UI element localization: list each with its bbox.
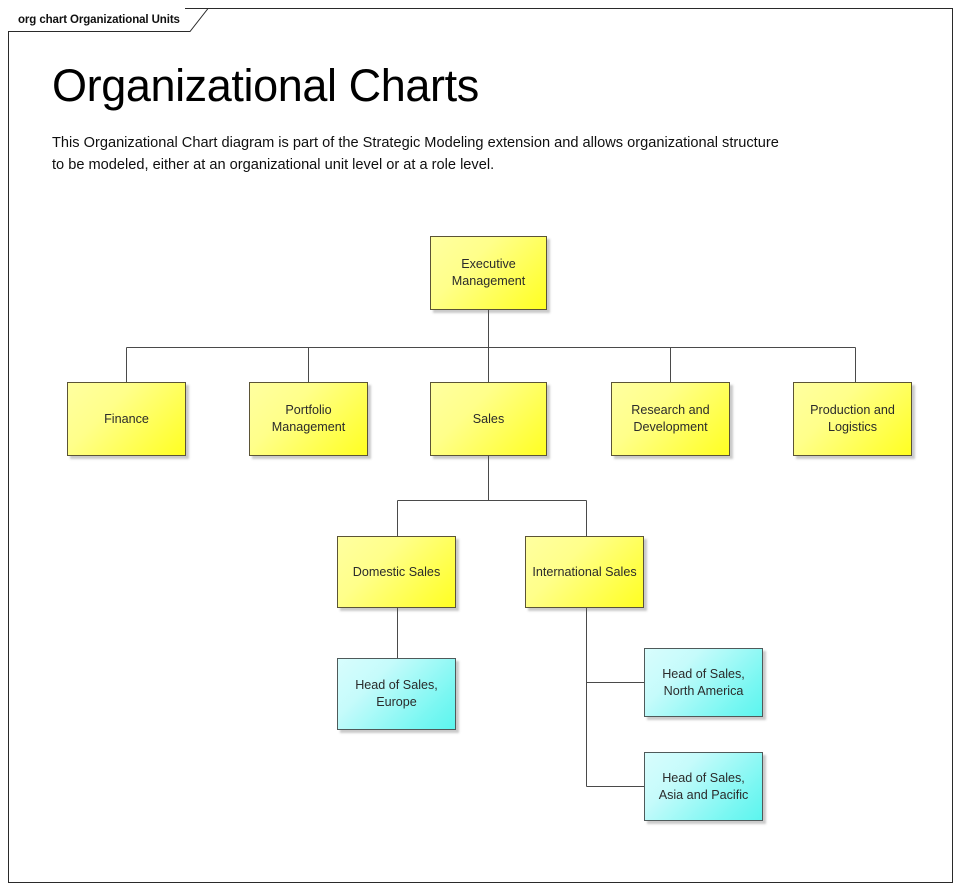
heading-block: Organizational Charts This Organizationa… (52, 60, 852, 177)
node-portfolio-management[interactable]: Portfolio Management (249, 382, 368, 456)
page-title: Organizational Charts (52, 60, 479, 111)
node-research-and-development[interactable]: Research and Development (611, 382, 730, 456)
node-sales[interactable]: Sales (430, 382, 547, 456)
node-domestic-sales[interactable]: Domestic Sales (337, 536, 456, 608)
frame-tab-body: org chart Organizational Units (8, 8, 185, 31)
frame-tab-label: org chart Organizational Units (18, 13, 180, 26)
node-head-of-sales-asia-and-pacific[interactable]: Head of Sales, Asia and Pacific (644, 752, 763, 821)
node-label: Production and Logistics (810, 403, 895, 434)
node-label: Finance (104, 411, 149, 426)
diagram-frame-tab[interactable]: org chart Organizational Units (8, 8, 210, 32)
node-label: Portfolio Management (271, 403, 346, 434)
node-executive-management[interactable]: Executive Management (430, 236, 547, 310)
page-description: This Organizational Chart diagram is par… (52, 134, 779, 174)
node-label: Sales (472, 411, 505, 426)
node-label: International Sales (532, 564, 637, 579)
node-finance[interactable]: Finance (67, 382, 186, 456)
node-label: Domestic Sales (352, 564, 441, 579)
node-label: Research and Development (631, 403, 710, 434)
org-chart: Executive Management Finance Portfolio M… (67, 236, 912, 821)
node-label: Head of Sales, Asia and Pacific (658, 770, 749, 802)
node-head-of-sales-north-america[interactable]: Head of Sales, North America (644, 648, 763, 717)
node-label: Head of Sales, North America (662, 666, 745, 698)
node-label: Head of Sales, Europe (355, 678, 438, 709)
node-label: Executive Management (451, 257, 526, 288)
node-international-sales[interactable]: International Sales (525, 536, 644, 608)
node-production-and-logistics[interactable]: Production and Logistics (793, 382, 912, 456)
node-head-of-sales-europe[interactable]: Head of Sales, Europe (337, 658, 456, 730)
